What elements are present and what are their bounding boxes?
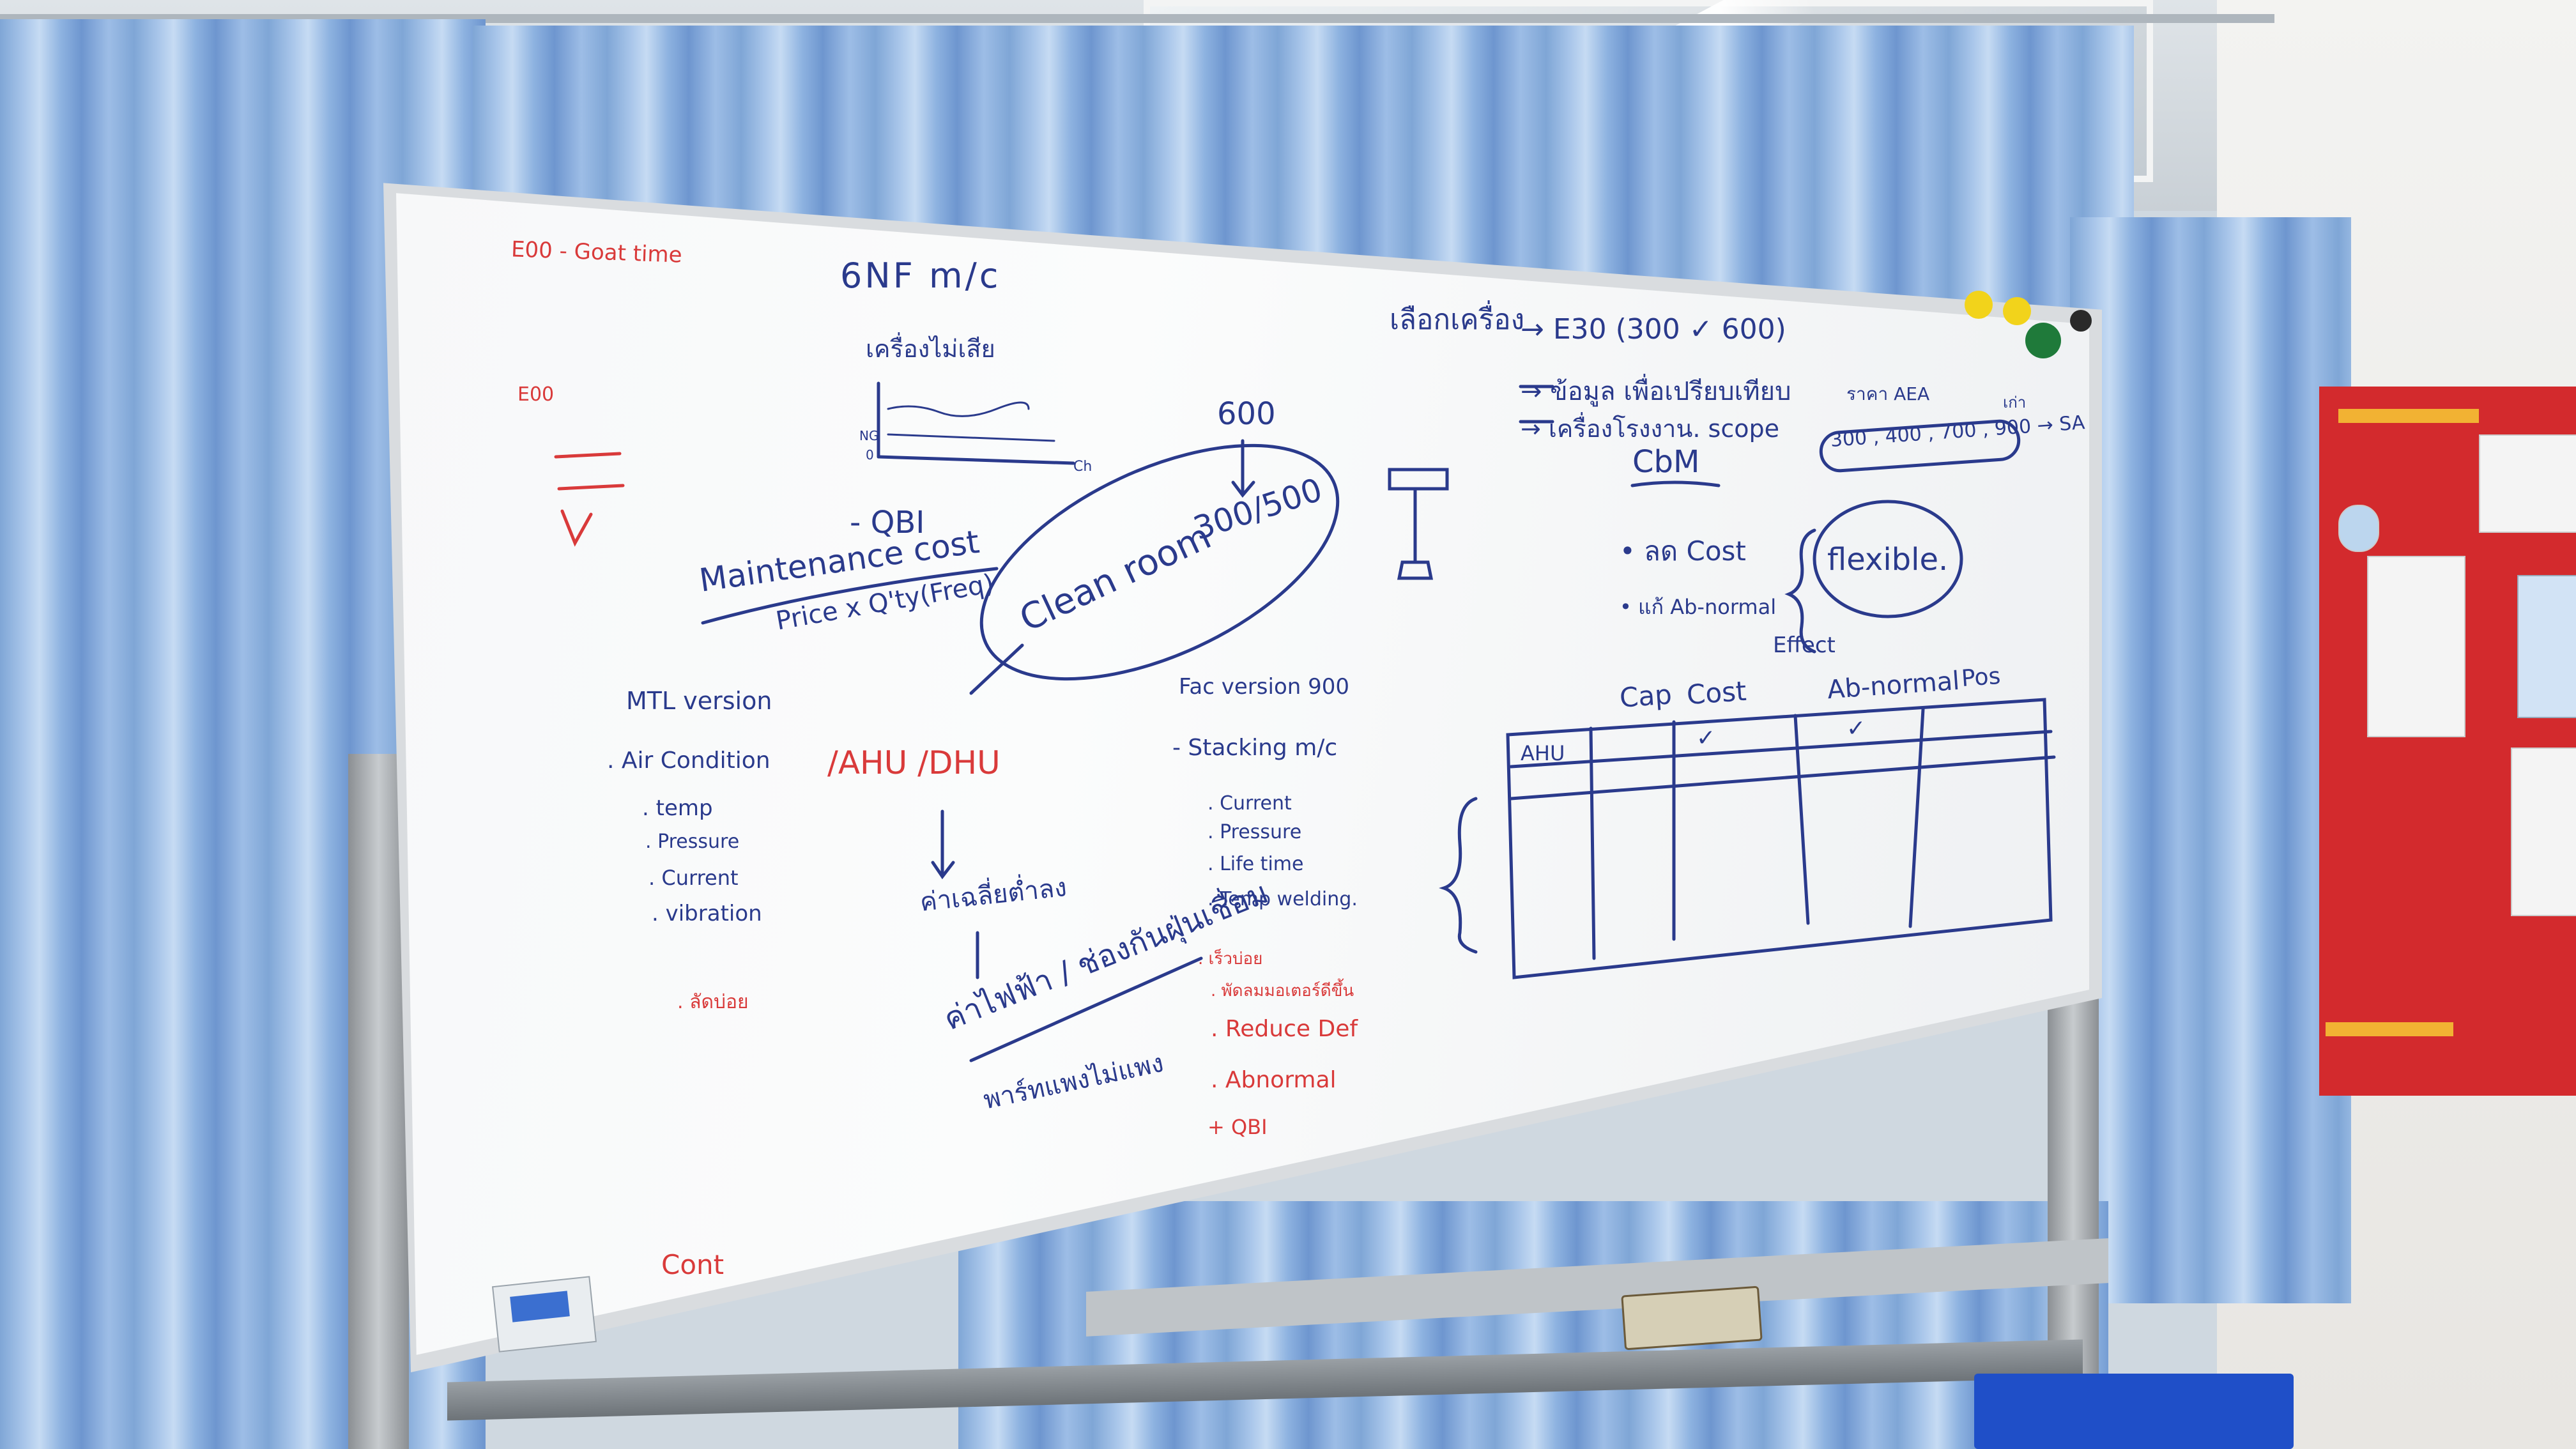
table-header-cost: Cost [1685,675,1747,711]
effect-label: Effect [1773,632,1836,658]
fac-version: Fac version 900 [1179,674,1350,700]
table-header-pos: Pos [1960,663,2002,693]
select-machine: เลือกเครื่อง [1390,303,1525,336]
clean-room-ellipse [979,443,1340,681]
bulletin-stripe [2338,409,2479,423]
fac-item-lifetime: . Life time [1208,853,1304,875]
magnet-black[interactable] [2070,310,2092,332]
blue-bin [1974,1374,2294,1449]
fac-item-current: . Current [1208,792,1292,815]
qbi-label: - QBI [850,505,925,540]
table-check: ✓ [1846,716,1866,742]
maintenance-underline [701,567,999,625]
flexible-label: flexible. [1827,542,1949,578]
mask-sticker [2338,505,2379,552]
scope-box [1819,419,2021,473]
graph-label-ng: NG [859,428,879,443]
data-compare: → ข้อมูล เพื่อเปรียบเทียบ [1521,377,1791,406]
machine-no-fail: เครื่องไม่เสีย [866,335,995,363]
cbm-label: CbM [1632,444,1700,480]
fac-item-pressure: . Pressure [1208,821,1302,843]
mtl-version: MTL version [626,687,772,715]
machine-scope: → เครื่องโรงงาน. scope [1521,415,1779,443]
mtl-item-temp: . temp [642,795,713,821]
magnet-green[interactable] [2025,323,2061,358]
fix-abnormal: • แก้ Ab-normal [1620,595,1777,619]
mtl-item-pressure: . Pressure [645,831,740,853]
value-600: 600 [1217,396,1276,432]
fac-red-item: + QBI [1208,1115,1268,1139]
electric-underline [969,956,1203,1062]
mtl-item-vibration: . vibration [652,901,762,926]
bulletin-poster [2517,575,2576,718]
e30-options: → E30 (300 ✓ 600) [1521,313,1786,346]
board-title: 6NF m/c [840,256,1001,296]
air-condition: . Air Condition [607,747,770,774]
fac-red-item: . เร็วบ่อย [1198,949,1263,969]
magnet-yellow[interactable] [1965,291,1993,319]
table-row-ahu: AHU [1521,741,1565,765]
table-header-cap: Cap [1618,678,1673,714]
reduce-cost: • ลด Cost [1620,535,1746,567]
mtl-red-note: . ลัดบ่อย [677,991,749,1013]
curtain-rod [0,14,2274,23]
bulletin-poster [2511,747,2576,916]
graph-label-ch: Ch [1073,459,1092,475]
cont-note: Cont [661,1249,724,1280]
bulletin-poster [2479,434,2576,533]
graph-label-zero: 0 [866,447,874,463]
bulletin-poster [2367,556,2465,737]
mtl-item-current: . Current [648,866,739,890]
graph-line [887,433,1055,442]
old-note: เก่า [2003,394,2027,411]
fac-item-temp-welding: . Temp welding. [1208,888,1358,910]
clean-room-arrow [969,643,1024,695]
stacking-mc: - Stacking m/c [1172,735,1338,761]
fac-red-item: . Reduce Def [1211,1016,1358,1042]
curtain-right [2070,217,2351,1303]
stand-left-leg [348,754,409,1449]
t-symbol-top [1388,468,1449,491]
fac-red-item: . Abnormal [1211,1067,1337,1093]
flexible-circle [1813,500,1963,618]
e00-note: E00 [518,383,555,406]
red-dash [554,452,622,459]
bulletin-stripe [2326,1022,2453,1036]
graph-wave [887,401,1030,417]
magnet-yellow[interactable] [2003,297,2031,325]
ahu-dhu: /AHU /DHU [827,744,1000,781]
effect-table-border [1506,698,2053,979]
table-check: ✓ [1696,725,1716,751]
table-brace [1439,797,1478,954]
price-aea-note: ราคา AEA [1846,383,1930,404]
brace-right [1784,528,1816,654]
fac-red-item: . พัดลมมอเตอร์ดีขึ้น [1211,981,1354,1000]
graph-x-axis [877,455,1075,465]
